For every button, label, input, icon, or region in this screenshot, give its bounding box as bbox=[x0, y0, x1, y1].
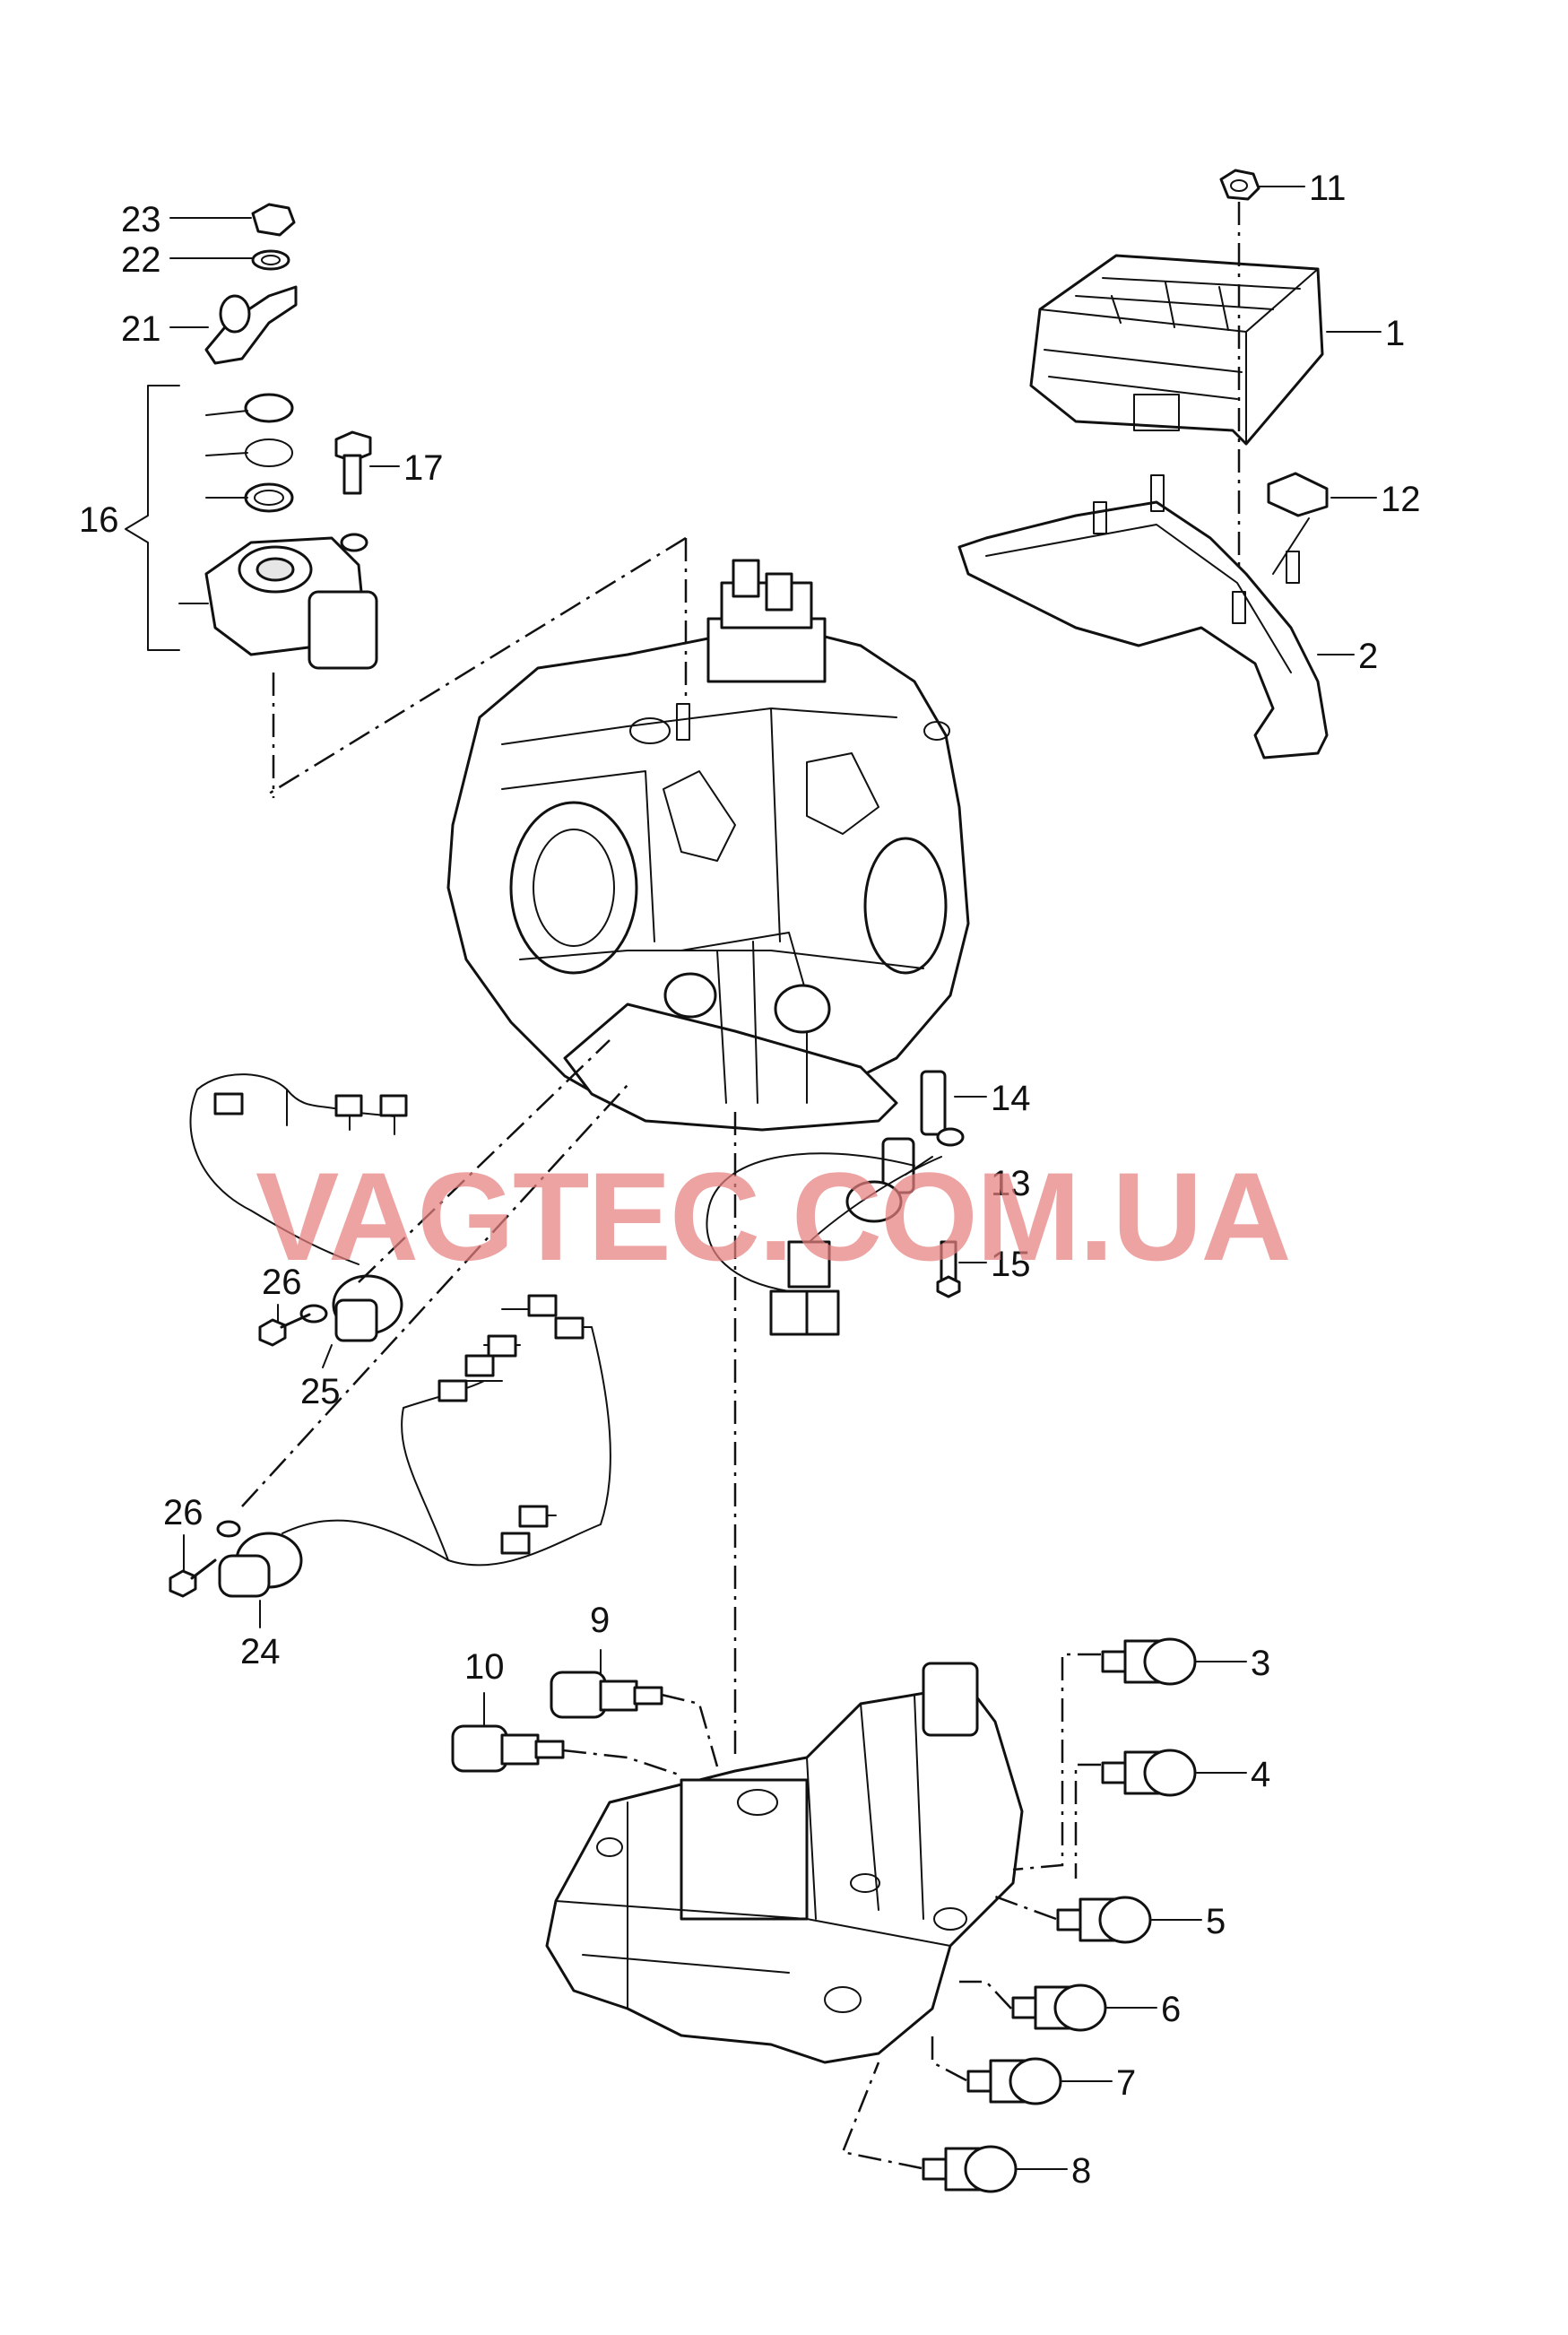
callout-23: 23 bbox=[121, 200, 161, 239]
callout-10: 10 bbox=[464, 1647, 505, 1687]
wiring-harness-upper[interactable] bbox=[189, 1073, 408, 1265]
callout-12: 12 bbox=[1381, 480, 1421, 519]
bolt-part-15[interactable] bbox=[936, 1240, 961, 1298]
bolt-part-26-upper[interactable] bbox=[258, 1313, 311, 1347]
callout-26-lower: 26 bbox=[163, 1493, 204, 1532]
valve-body-part[interactable] bbox=[545, 1662, 1024, 2064]
callout-3: 3 bbox=[1251, 1644, 1270, 1683]
callout-2: 2 bbox=[1358, 637, 1378, 676]
callout-21: 21 bbox=[121, 309, 161, 349]
callout-5: 5 bbox=[1206, 1902, 1226, 1941]
callout-8: 8 bbox=[1071, 2151, 1091, 2191]
callout-9: 9 bbox=[590, 1601, 610, 1640]
leader-lines bbox=[169, 186, 1382, 2170]
range-sensor-part[interactable] bbox=[204, 533, 378, 670]
bolt-part-26-lower[interactable] bbox=[169, 1558, 217, 1598]
solenoid-valve-part-7[interactable] bbox=[966, 2057, 1062, 2105]
control-unit-part[interactable] bbox=[1029, 254, 1324, 446]
callout-16: 16 bbox=[79, 500, 119, 540]
solenoid-valve-part-8[interactable] bbox=[922, 2145, 1018, 2193]
speed-sensor-part-25[interactable] bbox=[299, 1274, 403, 1342]
solenoid-valve-part-4[interactable] bbox=[1101, 1749, 1197, 1797]
bolt-part-17[interactable] bbox=[334, 430, 372, 495]
callout-25: 25 bbox=[300, 1372, 341, 1411]
callout-11: 11 bbox=[1309, 169, 1347, 208]
selector-lever-part-21[interactable] bbox=[204, 285, 298, 365]
washer-nut-parts-22-23[interactable] bbox=[251, 203, 296, 271]
callout-14: 14 bbox=[991, 1079, 1031, 1118]
callout-13: 13 bbox=[991, 1164, 1031, 1203]
speed-sensor-part-24[interactable] bbox=[216, 1520, 303, 1598]
solenoid-valve-part-10[interactable] bbox=[451, 1724, 565, 1773]
nut-part-11[interactable] bbox=[1219, 169, 1260, 201]
callout-22: 22 bbox=[121, 240, 161, 280]
callout-1: 1 bbox=[1385, 314, 1405, 353]
bracket-part[interactable] bbox=[957, 474, 1329, 760]
o-ring-parts[interactable] bbox=[244, 393, 294, 513]
solenoid-valve-part-5[interactable] bbox=[1056, 1896, 1152, 1944]
sensor-wiring-harness[interactable] bbox=[706, 1152, 942, 1336]
transmission-housing-part[interactable] bbox=[446, 559, 970, 1132]
clip-part-12[interactable] bbox=[1267, 472, 1329, 517]
callout-26-upper: 26 bbox=[262, 1263, 302, 1302]
wiring-harness-lower[interactable] bbox=[282, 1294, 611, 1567]
solenoid-valve-part-9[interactable] bbox=[550, 1671, 663, 1719]
callout-17: 17 bbox=[403, 448, 444, 488]
watermark-text: VAGTEC.COM.UA bbox=[256, 1146, 1290, 1287]
speed-sensor-part-14[interactable] bbox=[920, 1070, 965, 1147]
speed-sensor-part-13[interactable] bbox=[845, 1137, 915, 1223]
callout-labels: 1 2 3 4 5 6 7 8 9 10 11 12 13 14 15 16 1… bbox=[79, 169, 1421, 2191]
callout-15: 15 bbox=[991, 1245, 1031, 1284]
callout-6: 6 bbox=[1161, 1990, 1181, 2029]
callout-4: 4 bbox=[1251, 1755, 1270, 1794]
callout-7: 7 bbox=[1116, 2063, 1136, 2103]
callout-24: 24 bbox=[240, 1632, 281, 1671]
solenoid-valve-part-6[interactable] bbox=[1011, 1983, 1107, 2032]
solenoid-valve-part-3[interactable] bbox=[1101, 1637, 1197, 1686]
